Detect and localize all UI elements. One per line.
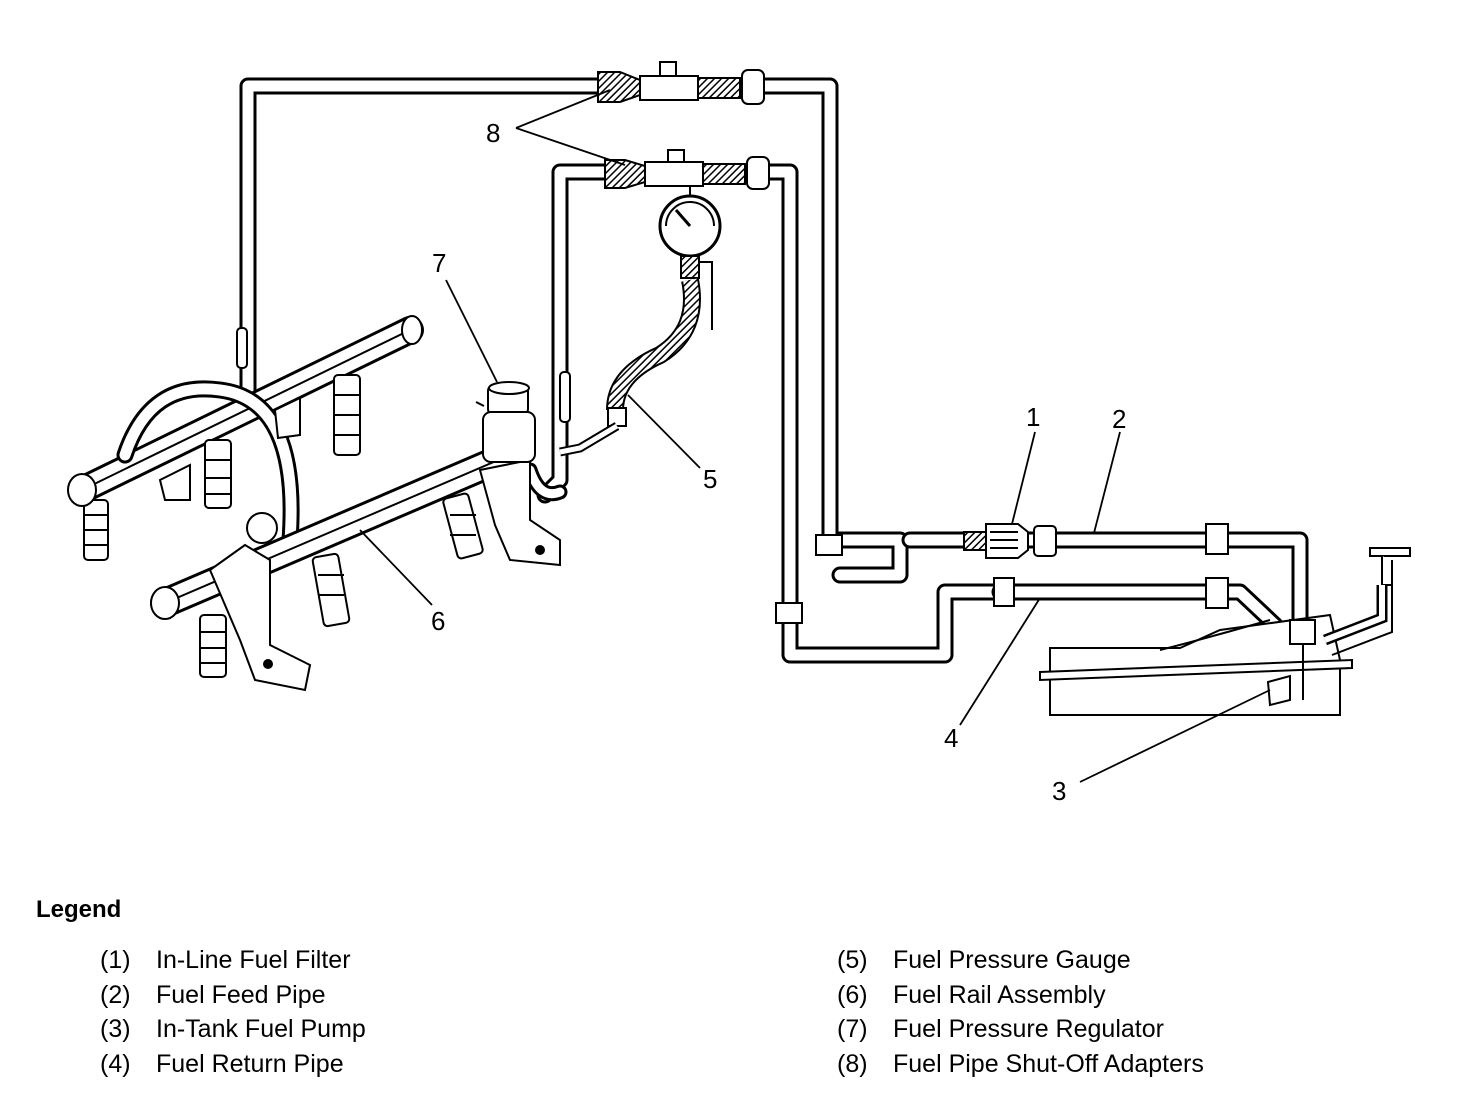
fuel-return-pipe	[991, 583, 1284, 634]
legend-item-7: (7) Fuel Pressure Regulator	[837, 1015, 1204, 1050]
shut-off-adapter-top	[597, 61, 765, 105]
rail-brackets	[158, 396, 561, 692]
legend-item-5: (5) Fuel Pressure Gauge	[837, 946, 1204, 981]
callout-8: 8	[486, 118, 500, 148]
callout-6: 6	[431, 606, 445, 636]
legend-item-number: (6)	[837, 980, 868, 1009]
fuel-pressure-gauge	[559, 186, 722, 457]
injector	[442, 492, 484, 560]
legend-item-label: In-Tank Fuel Pump	[156, 1015, 366, 1044]
callout-5: 5	[703, 464, 717, 494]
fuel-injectors	[83, 374, 484, 678]
upper-loop-pipe	[239, 77, 609, 404]
legend-item-number: (3)	[100, 1015, 131, 1044]
legend-item-6: (6) Fuel Rail Assembly	[837, 981, 1204, 1016]
legend-item-number: (8)	[837, 1049, 868, 1078]
legend-item-1: (1) In-Line Fuel Filter	[100, 946, 366, 981]
tank-filler-neck	[1323, 547, 1411, 656]
injector	[204, 439, 232, 509]
legend-right-column: (5) Fuel Pressure Gauge (6) Fuel Rail As…	[837, 946, 1204, 1084]
leader-8a	[515, 89, 611, 129]
leader-1	[1011, 431, 1036, 525]
legend-item-number: (2)	[100, 980, 131, 1009]
second-right-pipe	[756, 163, 1009, 664]
legend-item-label: Fuel Feed Pipe	[156, 980, 326, 1009]
pipe-clips	[236, 327, 1229, 624]
legend-item-label: Fuel Pipe Shut-Off Adapters	[893, 1049, 1204, 1078]
injector	[83, 499, 109, 561]
legend-item-number: (1)	[100, 946, 131, 974]
inline-fuel-filter	[963, 523, 1057, 559]
legend-item-label: Fuel Return Pipe	[156, 1049, 344, 1078]
leader-6	[359, 529, 433, 606]
callout-3: 3	[1052, 776, 1066, 806]
legend-item-number: (7)	[837, 1015, 868, 1044]
top-right-pipe	[751, 77, 909, 584]
injector	[333, 374, 361, 456]
legend-item-label: In-Line Fuel Filter	[156, 946, 351, 974]
callout-numbers: 1 2 3 4 5 6 7 8	[431, 118, 1126, 806]
legend-left-column: (1) In-Line Fuel Filter (2) Fuel Feed Pi…	[100, 946, 366, 1084]
callout-4: 4	[944, 723, 958, 753]
legend-item-number: (5)	[837, 946, 868, 974]
injector	[199, 614, 227, 678]
legend-item-number: (4)	[100, 1049, 131, 1078]
crossover-pipe	[116, 380, 300, 549]
legend-item-label: Fuel Pressure Gauge	[893, 946, 1131, 974]
injector	[311, 552, 351, 628]
callout-7: 7	[432, 248, 446, 278]
legend-item-2: (2) Fuel Feed Pipe	[100, 981, 366, 1016]
callout-2: 2	[1112, 404, 1126, 434]
regulator-return-pipe	[522, 462, 568, 502]
legend-title: Legend	[36, 896, 122, 923]
legend-item-label: Fuel Pressure Regulator	[893, 1015, 1164, 1044]
legend-item-4: (4) Fuel Return Pipe	[100, 1050, 366, 1085]
rail-end-caps	[67, 315, 423, 620]
legend-item-3: (3) In-Tank Fuel Pump	[100, 1015, 366, 1050]
legend-item-8: (8) Fuel Pipe Shut-Off Adapters	[837, 1050, 1204, 1085]
leader-2	[1093, 431, 1121, 534]
shut-off-adapter-lower	[604, 149, 770, 190]
leader-3	[1079, 689, 1271, 783]
rear-fuel-rail	[68, 316, 424, 504]
callout-1: 1	[1026, 402, 1040, 432]
legend-item-label: Fuel Rail Assembly	[893, 980, 1106, 1009]
leader-lines	[359, 89, 1271, 783]
fuel-pressure-regulator	[475, 381, 536, 463]
leader-5	[627, 394, 701, 469]
leader-4	[959, 597, 1041, 726]
leader-8b	[515, 127, 626, 166]
leader-7	[445, 279, 498, 383]
fuel-system-diagram: 1 2 3 4 5 6 7 8	[67, 61, 1411, 806]
fuel-feed-pipe	[901, 531, 1309, 634]
fuel-tank	[1039, 613, 1353, 716]
